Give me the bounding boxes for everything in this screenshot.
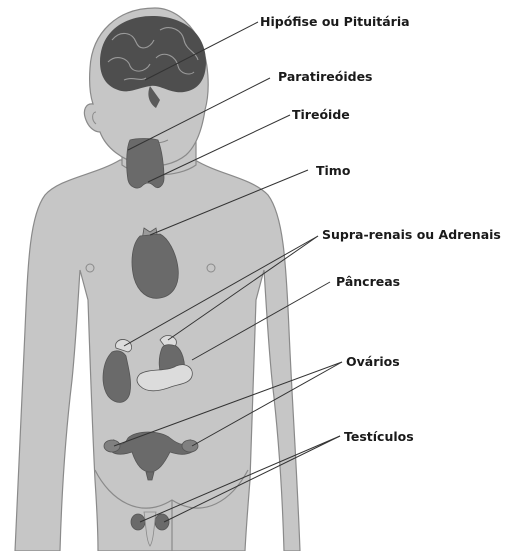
label-hipofise: Hipófise ou Pituitária — [260, 15, 410, 29]
label-timo: Timo — [316, 164, 350, 178]
label-tireoide: Tireóide — [292, 108, 350, 122]
label-ovarios: Ovários — [346, 355, 400, 369]
label-suprarrenais: Supra-renais ou Adrenais — [322, 228, 501, 242]
label-testiculos: Testículos — [344, 430, 414, 444]
label-paratireoides: Paratireóides — [278, 70, 373, 84]
label-pancreas: Pâncreas — [336, 275, 400, 289]
